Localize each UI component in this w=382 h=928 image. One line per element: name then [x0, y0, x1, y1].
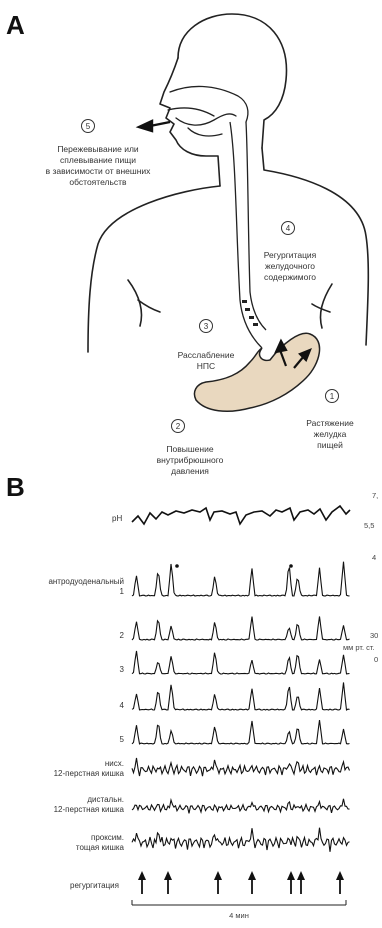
- pressure-trace: [132, 562, 350, 596]
- trace-label: 4: [120, 701, 125, 710]
- trace-label: 5: [120, 735, 125, 744]
- pressure-trace: [132, 828, 350, 852]
- panel-b-letter: B: [6, 472, 25, 502]
- trace-label: дистальн.: [87, 795, 124, 804]
- pressure-trace: [132, 682, 350, 710]
- trace-label: нисх.: [105, 759, 124, 768]
- regurgitation-arrow-icon: [297, 871, 305, 894]
- panel-a-letter: A: [6, 10, 25, 40]
- step-text-line: Пережевывание или: [57, 144, 139, 154]
- esophagus: [230, 122, 266, 348]
- trace-label: проксим.: [91, 833, 124, 842]
- trace-label: 12-перстная кишка: [54, 805, 125, 814]
- step-text-line: Растяжение: [306, 418, 354, 428]
- ph-label: pH: [112, 514, 122, 523]
- time-scale-bar: [132, 900, 346, 905]
- human-silhouette: [88, 14, 368, 352]
- step-text-line: Регургитация: [264, 250, 317, 260]
- step-number: 4: [286, 224, 291, 233]
- regurgitation-arrow-icon: [248, 871, 256, 894]
- pressure-units: мм рт. ст.: [343, 643, 375, 652]
- pressure-scale-top: 4: [372, 553, 376, 562]
- step-text-line: давления: [171, 466, 209, 476]
- step-text-line: НПС: [197, 361, 215, 371]
- pressure-trace: [132, 651, 350, 674]
- event-marker: [289, 564, 293, 568]
- step-text-line: внутрибрюшного: [157, 455, 224, 465]
- step-text-line: Повышение: [166, 444, 213, 454]
- step-text-line: содержимого: [264, 272, 316, 282]
- stomach: [194, 333, 319, 411]
- step-text-line: в зависимости от внешних: [46, 166, 152, 176]
- ph-trace: [132, 506, 350, 524]
- trace-label: антродуоденальный: [48, 577, 124, 586]
- pressure-scale-value: 30: [370, 631, 378, 640]
- mouth-exit-arrow-icon: [139, 121, 170, 131]
- step-text-line: обстоятельств: [69, 177, 127, 187]
- pressure-trace: [132, 616, 350, 640]
- regurgitation-arrow-icon: [138, 871, 146, 894]
- step-number: 5: [86, 122, 91, 131]
- regurgitation-arrow-icon: [164, 871, 172, 894]
- step-number: 1: [330, 392, 335, 401]
- pressure-trace: [132, 799, 350, 814]
- ph-scale-top: 7,: [372, 491, 378, 500]
- pressure-trace: [132, 758, 350, 776]
- regurgitation-label: регургитация: [70, 881, 119, 890]
- pressure-zero: 0: [374, 655, 378, 664]
- ph-scale-bottom: 5,5: [364, 521, 374, 530]
- trace-label: 3: [120, 665, 125, 674]
- step-number: 2: [176, 422, 181, 431]
- step-number: 3: [204, 322, 209, 331]
- step-text-line: желудка: [314, 429, 347, 439]
- regurgitation-arrow-icon: [336, 871, 344, 894]
- trace-label: 12-перстная кишка: [54, 769, 125, 778]
- trace-label: 2: [120, 631, 125, 640]
- trace-label: тощая кишка: [76, 843, 125, 852]
- oral-cavity: [168, 86, 248, 136]
- time-scale-label: 4 мин: [229, 911, 249, 920]
- step-text-line: сплевывание пищи: [60, 155, 136, 165]
- pressure-trace: [132, 720, 350, 744]
- step-text-line: пищей: [317, 440, 343, 450]
- regurgitation-arrow-icon: [214, 871, 222, 894]
- regurgitation-arrow-icon: [287, 871, 295, 894]
- event-marker: [175, 564, 179, 568]
- step-text-line: Расслабление: [178, 350, 235, 360]
- step-text-line: желудочного: [265, 261, 315, 271]
- trace-label: 1: [120, 587, 125, 596]
- regurgitation-markers: [138, 871, 344, 894]
